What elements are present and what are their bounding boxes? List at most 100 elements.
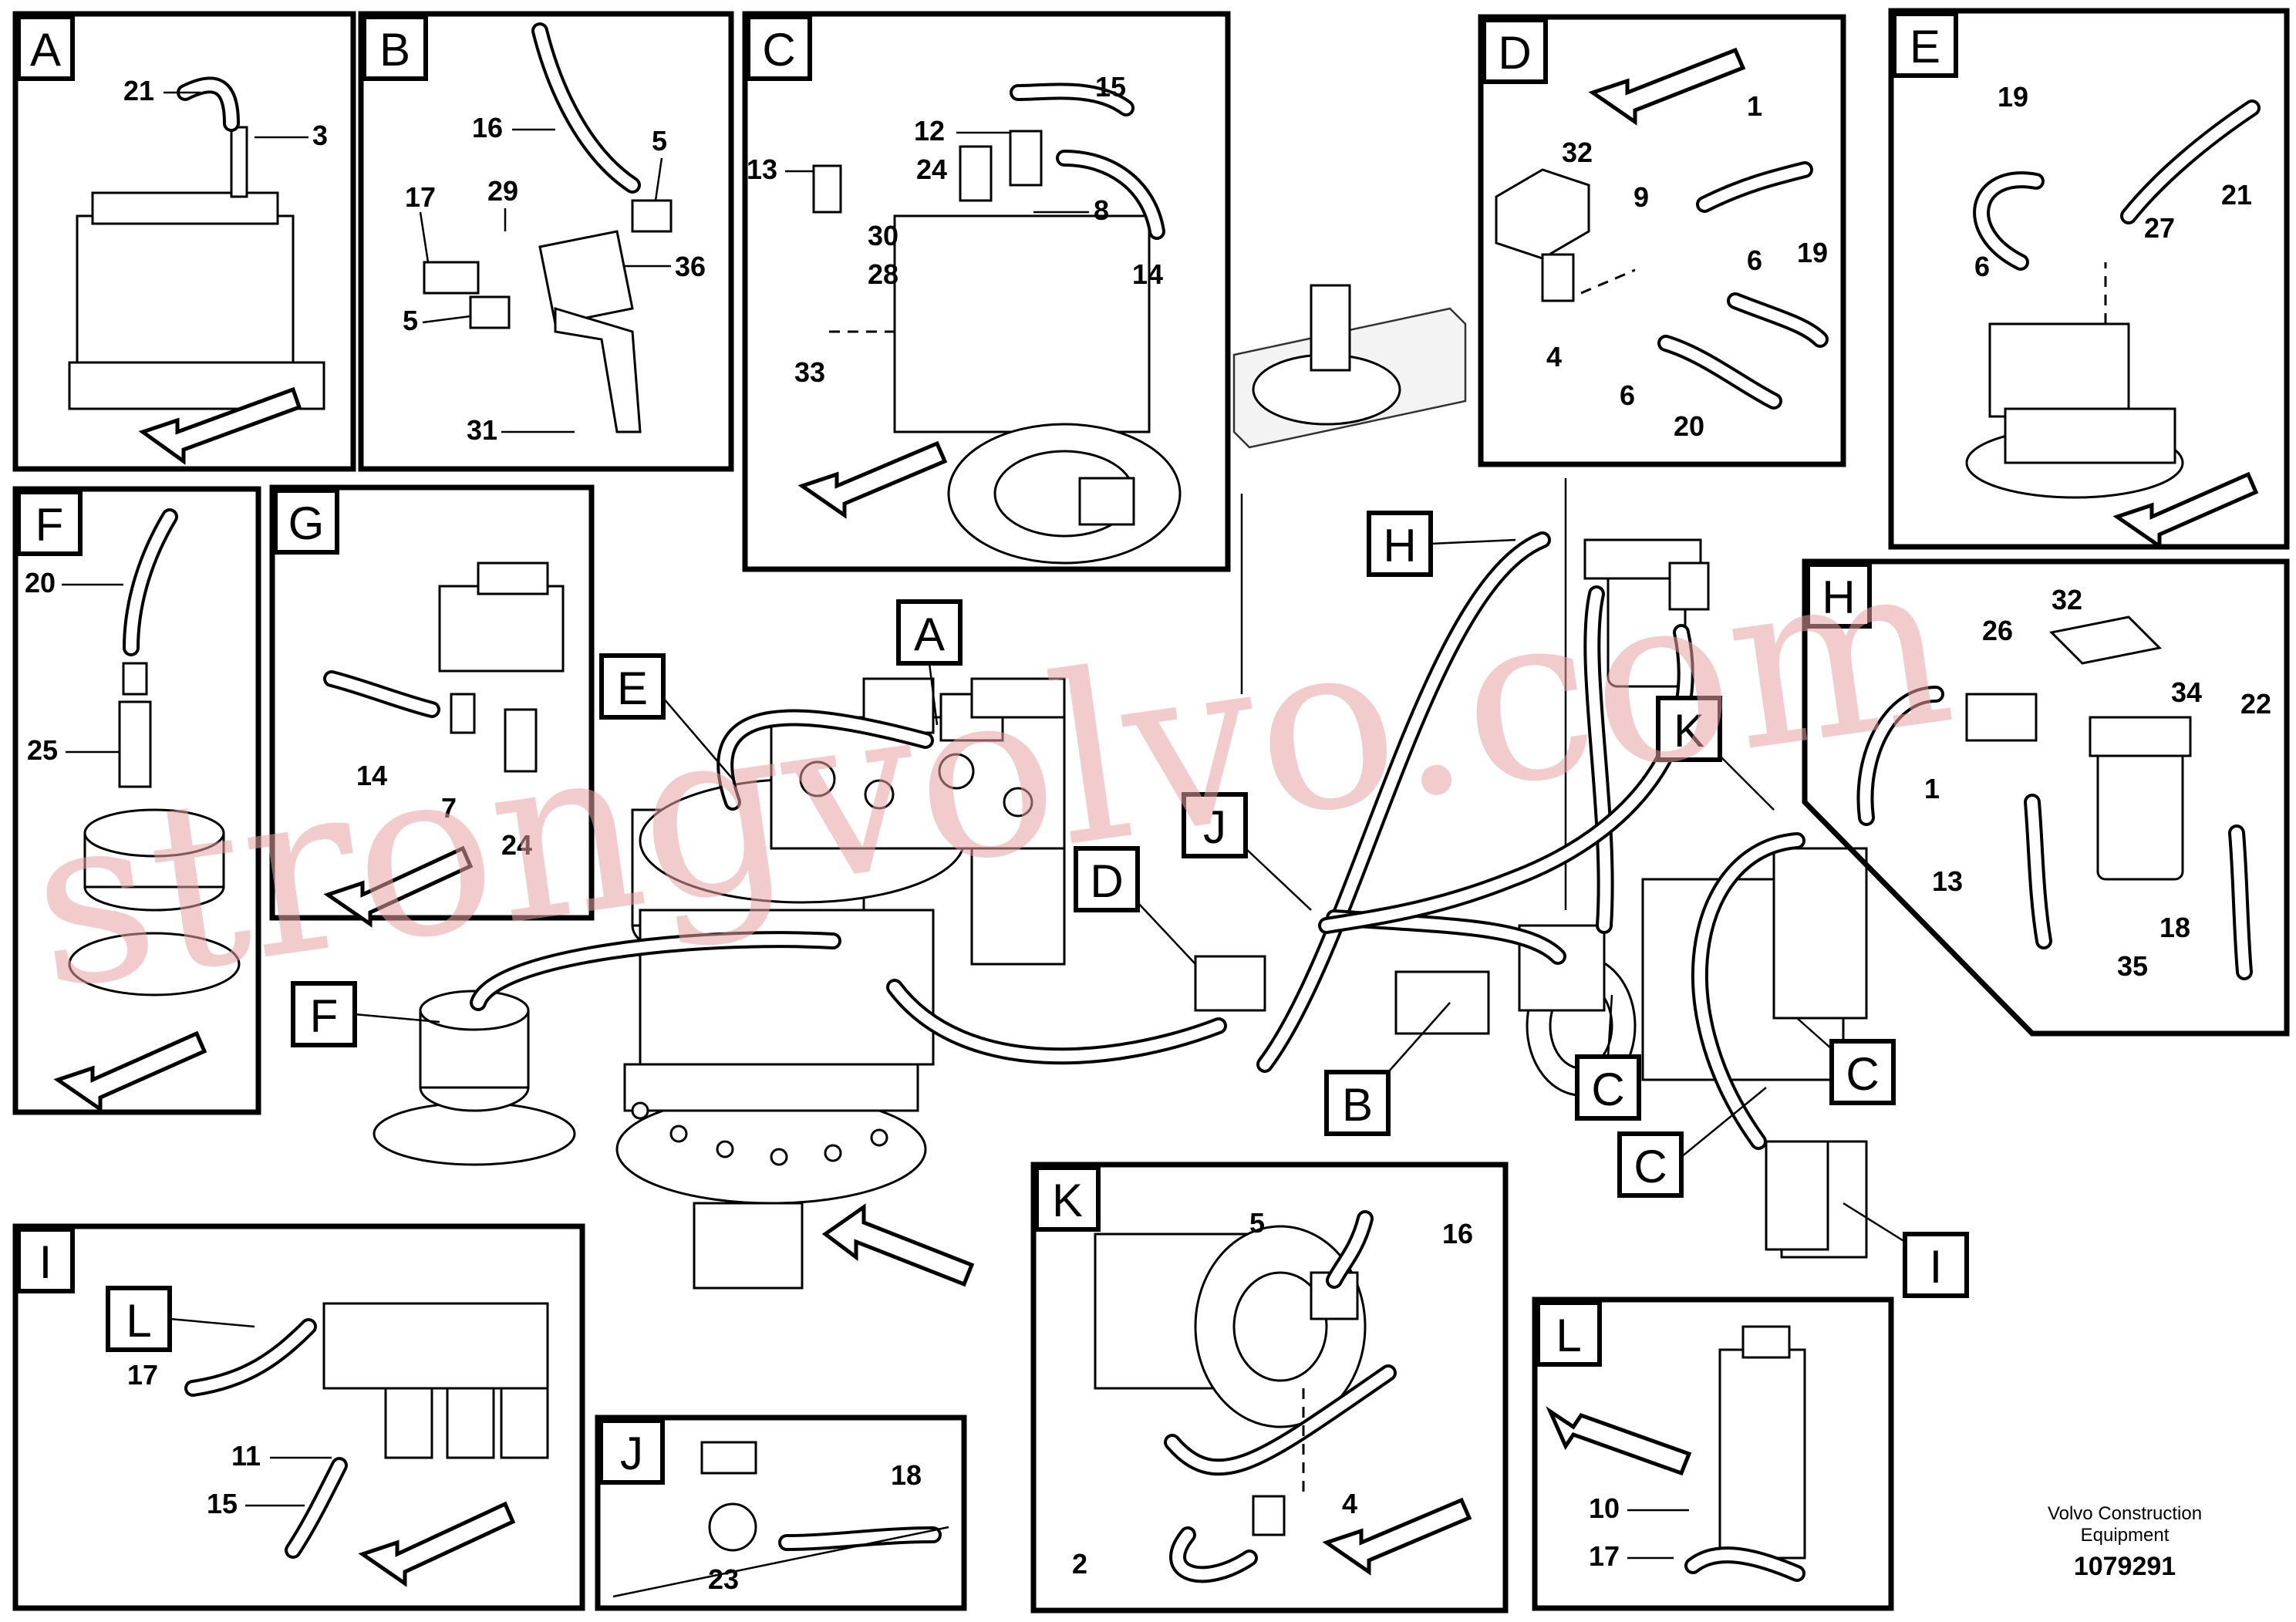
panel-g-label-24: 24 — [501, 829, 532, 861]
panel-d-label-4: 4 — [1546, 341, 1562, 373]
panel-e: E 19 21 27 6 — [1888, 8, 2290, 550]
panel-d-label-20: 20 — [1674, 410, 1704, 442]
panel-d-label-6a: 6 — [1747, 244, 1762, 276]
panel-d-label-32: 32 — [1562, 137, 1593, 168]
panel-e-arrow — [2112, 471, 2259, 550]
panel-l: L 10 17 — [1532, 1297, 1894, 1611]
f-motor-mount — [373, 990, 576, 1166]
panel-c: C 15 12 24 13 8 30 28 14 33 — [742, 11, 1231, 572]
panel-d-label-1: 1 — [1747, 90, 1762, 122]
panel-l-label-10: 10 — [1589, 1492, 1620, 1524]
panel-k-label-2: 2 — [1072, 1548, 1087, 1580]
panel-a-label-21: 21 — [123, 75, 154, 106]
frame-plate — [1232, 284, 1567, 910]
panel-f-arrow — [53, 1030, 207, 1113]
main-tag-e: E — [617, 663, 648, 714]
panel-a-label-3: 3 — [312, 120, 328, 151]
panel-g-label-7: 7 — [441, 792, 457, 824]
panel-i-label-11: 11 — [231, 1440, 261, 1472]
main-tag-c-1: C — [1591, 1064, 1624, 1115]
panel-h-label-18: 18 — [2159, 912, 2190, 943]
panel-d-arrow — [1588, 47, 1746, 126]
panel-b-label-29: 29 — [487, 175, 518, 207]
panel-h-label-32: 32 — [2052, 584, 2082, 615]
panel-e-label-21: 21 — [2221, 179, 2252, 211]
panel-a-tag: A — [30, 24, 61, 76]
panel-h: H 32 26 34 22 1 13 35 18 — [1802, 558, 2290, 1037]
panel-f-label-25: 25 — [27, 734, 58, 766]
panel-h-label-26: 26 — [1982, 615, 2013, 646]
panel-f-tag: F — [35, 499, 64, 551]
panel-a-arrow — [138, 386, 302, 465]
panel-g: G 14 7 24 — [269, 484, 595, 928]
panel-i: I L 17 11 15 — [12, 1223, 585, 1611]
panel-h-tag: H — [1822, 572, 1855, 623]
panel-d-tag: D — [1498, 27, 1531, 79]
panel-e-tag: E — [1910, 21, 1940, 73]
panel-g-tag: G — [288, 497, 325, 549]
main-tag-i: I — [1930, 1241, 1943, 1293]
panel-c-label-12: 12 — [914, 115, 945, 147]
panel-b-label-5a: 5 — [652, 125, 667, 157]
panel-h-label-13: 13 — [1932, 865, 1963, 897]
panel-h-label-35: 35 — [2117, 950, 2148, 982]
main-tag-f: F — [310, 990, 339, 1042]
panel-c-label-14: 14 — [1132, 258, 1163, 290]
main-tag-a: A — [914, 609, 945, 660]
bolt-circle — [631, 1101, 888, 1166]
panel-g-arrow — [323, 845, 474, 928]
panel-c-label-33: 33 — [794, 356, 825, 388]
panel-c-label-30: 30 — [868, 220, 899, 251]
panel-c-label-13: 13 — [747, 153, 777, 185]
panel-b-label-5b: 5 — [403, 305, 418, 336]
panel-k: K 5 16 4 2 — [1030, 1162, 1509, 1614]
panel-j: J 18 23 — [595, 1415, 967, 1611]
panel-g-label-14: 14 — [356, 760, 387, 791]
main-callouts: A E D J F B H K C C — [291, 511, 1969, 1298]
panel-d: D 32 1 9 6 19 4 6 20 — [1478, 14, 1846, 467]
panel-b-label-31: 31 — [467, 414, 497, 446]
panel-h-label-34: 34 — [2171, 676, 2202, 708]
panel-c-label-28: 28 — [868, 258, 899, 290]
panel-c-label-24: 24 — [916, 153, 947, 185]
panel-l-arrow — [1546, 1406, 1692, 1476]
panel-j-label-18: 18 — [891, 1459, 922, 1491]
panel-h-label-1: 1 — [1924, 773, 1940, 804]
panel-b-label-16: 16 — [472, 112, 503, 143]
panel-k-arrow — [1322, 1497, 1472, 1576]
panel-k-label-5: 5 — [1249, 1207, 1265, 1239]
panel-e-label-19: 19 — [1998, 81, 2028, 113]
main-tag-j: J — [1203, 801, 1226, 853]
main-tag-d: D — [1090, 855, 1123, 907]
panel-i-label-17: 17 — [127, 1359, 158, 1391]
panel-d-label-9: 9 — [1633, 181, 1649, 213]
panel-b-tag: B — [379, 24, 410, 76]
panel-l-tag: L — [1556, 1310, 1581, 1361]
footer-company-line2: Equipment — [2081, 1525, 2170, 1546]
panel-f-label-20: 20 — [25, 567, 56, 599]
panel-b-label-17: 17 — [405, 181, 436, 213]
main-tag-h: H — [1383, 520, 1416, 572]
panel-k-tag: K — [1052, 1175, 1083, 1226]
panel-e-label-27: 27 — [2144, 212, 2175, 244]
control-valve-block — [770, 677, 1066, 966]
panel-k-label-4: 4 — [1342, 1488, 1357, 1519]
panel-j-label-23: 23 — [708, 1563, 739, 1595]
footer-company-line1: Volvo Construction — [2048, 1503, 2202, 1524]
panel-b-label-36: 36 — [675, 251, 706, 282]
panel-c-arrow — [797, 440, 948, 519]
main-tag-c-3: C — [1633, 1141, 1667, 1192]
panel-i-tag: I — [39, 1236, 52, 1288]
panel-k-label-16: 16 — [1442, 1218, 1473, 1249]
main-assembly — [373, 284, 1868, 1290]
footer-doc-number: 1079291 — [2074, 1552, 2176, 1581]
panel-h-label-22: 22 — [2240, 688, 2271, 720]
panel-b: B 16 5 29 17 36 5 31 — [358, 11, 734, 472]
panel-i-label-15: 15 — [207, 1488, 238, 1519]
panel-i-arrow — [358, 1501, 516, 1587]
main-tag-c-2: C — [1846, 1048, 1879, 1100]
panel-c-tag: C — [762, 24, 795, 76]
panel-d-label-6b: 6 — [1620, 379, 1635, 411]
panel-j-tag: J — [620, 1428, 643, 1479]
return-filter — [1583, 538, 1710, 688]
